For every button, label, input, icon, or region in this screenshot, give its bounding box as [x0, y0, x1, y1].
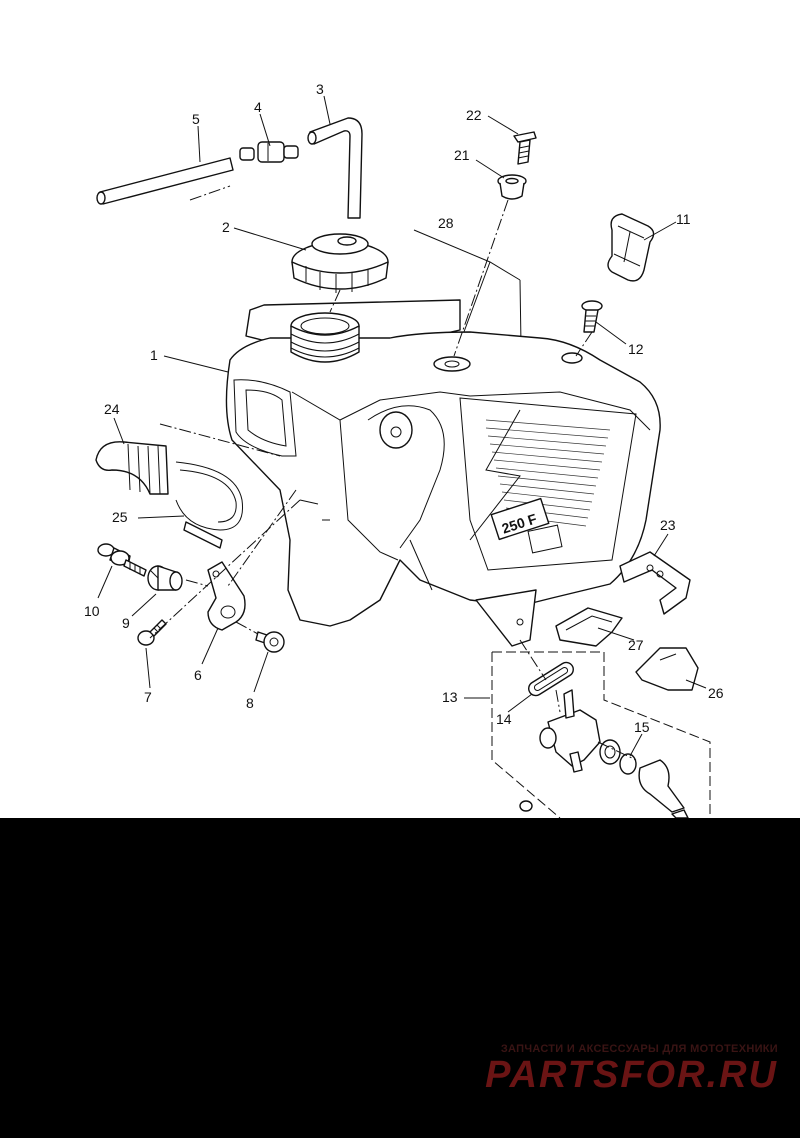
callout-9: 9 — [122, 615, 130, 631]
part-8-collar-bolt — [255, 631, 285, 653]
part-26-pad — [635, 647, 699, 691]
part-12-bolt — [581, 300, 603, 333]
part-27-pad — [555, 607, 623, 647]
callout-10: 10 — [84, 603, 100, 619]
callout-23: 23 — [660, 517, 676, 533]
callout-24: 24 — [104, 401, 120, 417]
part-22-screw — [513, 131, 537, 165]
callout-28: 28 — [438, 215, 454, 231]
callout-13: 13 — [442, 689, 458, 705]
watermark: ЗАПЧАСТИ И АКСЕССУАРЫ ДЛЯ МОТОТЕХНИКИ PA… — [485, 1043, 778, 1095]
watermark-tagline: ЗАПЧАСТИ И АКСЕССУАРЫ ДЛЯ МОТОТЕХНИКИ — [500, 1043, 778, 1055]
part-24-rubber-strap — [95, 441, 169, 495]
diagram-svg: 250 F — [84, 81, 724, 819]
part-10-bolt-assembly — [97, 543, 147, 577]
callout-4: 4 — [254, 99, 262, 115]
part-21-collar — [497, 174, 527, 200]
assembly-lines — [149, 185, 637, 761]
part-4-check-valve — [239, 141, 299, 163]
part-9-damper — [147, 565, 183, 591]
part-23-clip — [619, 551, 691, 615]
callout-14: 14 — [496, 711, 512, 727]
callout-labels: 1 2 3 4 5 6 7 8 9 10 11 12 13 14 15 21 2… — [84, 81, 724, 735]
fuel-tank-exploded-diagram: 250 F — [84, 81, 724, 819]
callout-22: 22 — [466, 107, 482, 123]
part-13-fuel-cock-group — [491, 651, 711, 819]
callout-3: 3 — [316, 81, 324, 97]
watermark-brand-logo: PARTSFOR.RU — [485, 1054, 778, 1096]
part-15-o-ring — [619, 753, 637, 775]
callout-11: 11 — [676, 211, 691, 227]
leader-lines — [97, 95, 707, 757]
callout-7: 7 — [144, 689, 152, 705]
callout-2: 2 — [222, 219, 230, 235]
callout-25: 25 — [112, 509, 128, 525]
part-3-bent-hose — [307, 117, 363, 219]
callout-1: 1 — [150, 347, 158, 363]
part-14-o-ring — [528, 661, 574, 697]
part-5-breather-hose — [96, 157, 234, 205]
part-1-fuel-tank: 250 F — [225, 299, 661, 647]
callout-6: 6 — [194, 667, 202, 683]
part-2-tank-cap — [291, 233, 389, 293]
callout-5: 5 — [192, 111, 200, 127]
callout-21: 21 — [454, 147, 470, 163]
callout-8: 8 — [246, 695, 254, 711]
callout-15: 15 — [634, 719, 650, 735]
black-lower-band — [0, 818, 800, 1138]
part-6-bracket — [207, 561, 246, 631]
part-25-cable-tie — [175, 461, 244, 549]
callout-27: 27 — [628, 637, 644, 653]
part-11-clip — [607, 213, 655, 282]
part-7-bolt — [137, 619, 167, 646]
callout-26: 26 — [708, 685, 724, 701]
callout-12: 12 — [628, 341, 644, 357]
